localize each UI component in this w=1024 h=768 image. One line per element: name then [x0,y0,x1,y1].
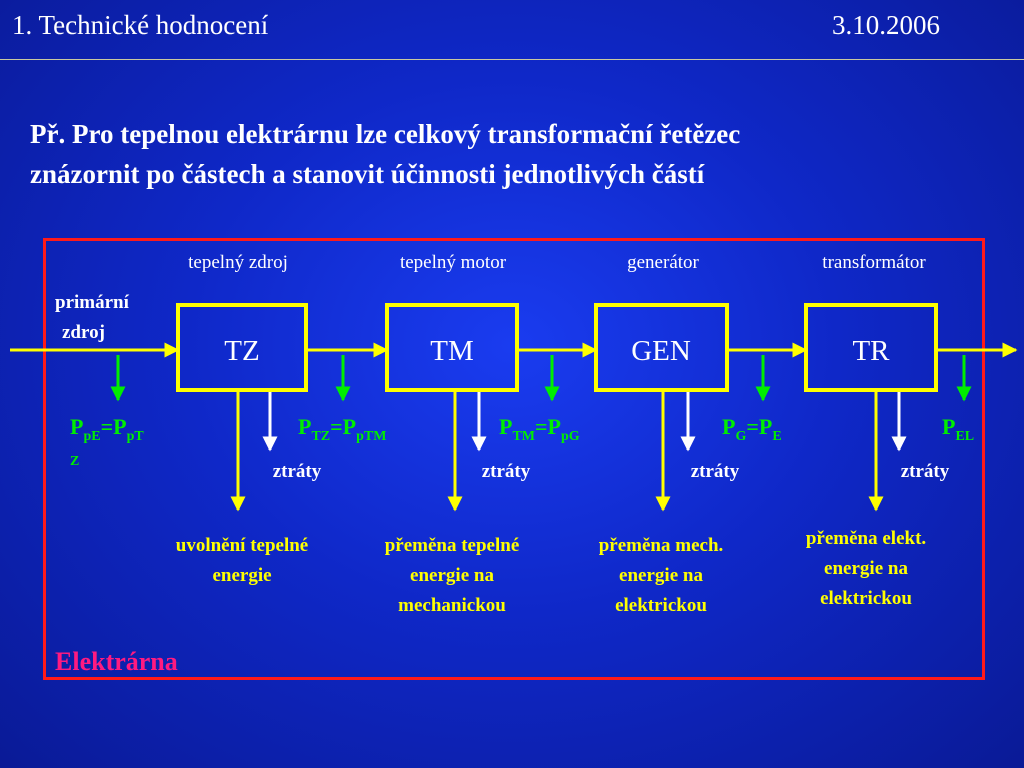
box-tr [804,303,938,392]
box-gen [594,303,729,392]
stage-name-generator: generátor [627,252,699,273]
power-plant-frame [43,238,985,680]
box-label-gen: GEN [631,335,691,367]
box-label-tz: TZ [224,335,259,367]
conversion-gen-line-2: energie na [619,565,703,586]
loss-label-tr: ztráty [901,461,950,482]
power-label-0: PpE=PpT [70,414,144,444]
conversion-tr-line-1: přeměna elekt. [806,528,926,549]
stage-name-transformer: transformátor [822,252,926,273]
loss-label-tz: ztráty [273,461,322,482]
conversion-tr-line-3: elektrickou [820,588,912,609]
conversion-tz-line-1: uvolnění tepelné [176,535,308,556]
intro-text: Př. Pro tepelnou elektrárnu lze celkový … [30,114,990,194]
loss-label-gen: ztráty [691,461,740,482]
conversion-gen-line-3: elektrickou [615,595,707,616]
conversion-tm-line-1: přeměna tepelné [385,535,520,556]
power-label-4: PEL [942,414,974,444]
box-tm [385,303,519,392]
power-label-2: PTM=PpG [499,414,580,444]
conversion-tm-line-3: mechanickou [398,595,506,616]
slide-section-title: 1. Technické hodnocení [12,10,269,40]
primary-source-label-line-2: zdroj [62,322,105,343]
box-label-tm: TM [430,335,474,367]
intro-line-2: znázornit po částech a stanovit účinnost… [30,159,705,189]
power-label-1: PTZ=PpTM [298,414,386,444]
stage-name-heat-engine: tepelný motor [400,252,507,273]
slide-date: 3.10.2006 [832,10,940,40]
box-label-tr: TR [852,335,890,367]
conversion-tm-line-2: energie na [410,565,494,586]
plant-label: Elektrárna [55,647,178,676]
power-label-3: PG=PE [722,414,782,444]
box-tz [176,303,308,392]
conversion-gen-line-1: přeměna mech. [599,535,724,556]
conversion-tr-line-2: energie na [824,558,908,579]
stage-name-heat-source: tepelný zdroj [188,252,288,273]
loss-label-tm: ztráty [482,461,531,482]
primary-source-label-line-1: primární [55,292,130,313]
conversion-tz-line-2: energie [212,565,271,586]
intro-line-1: Př. Pro tepelnou elektrárnu lze celkový … [30,119,741,149]
power-label-0-continuation: Z [70,454,79,469]
header-divider [0,59,1024,60]
